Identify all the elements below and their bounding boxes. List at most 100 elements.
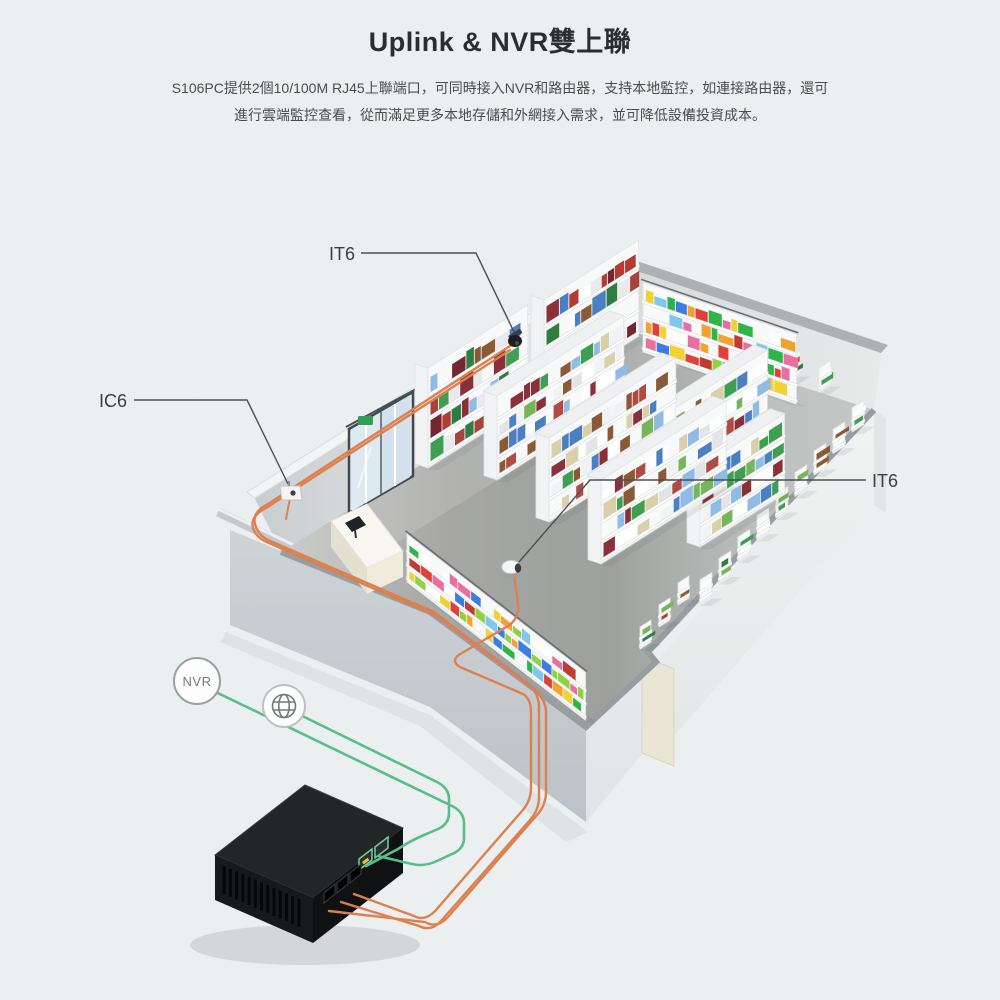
- product-row: [552, 655, 563, 671]
- end-cap-stack: [831, 421, 856, 456]
- label-wall-camera: IC6: [99, 391, 127, 411]
- shelf-board: [405, 575, 587, 720]
- switch-vent-slots: [222, 866, 301, 927]
- product-row: [700, 475, 714, 496]
- product-row: [711, 327, 718, 342]
- page-description: S106PC提供2個10/100M RJ45上聯端口，可同時接入NVR和路由器，…: [140, 75, 860, 129]
- poe-port-1: [323, 882, 336, 905]
- product-row: [517, 423, 526, 443]
- product-row: [635, 479, 649, 500]
- product-row: [757, 377, 771, 398]
- poe-cable-wall-camera-stub: [285, 497, 291, 520]
- product-row: [759, 521, 771, 533]
- product-row: [451, 403, 461, 426]
- product-row: [669, 314, 683, 330]
- product-row: [656, 447, 663, 467]
- product-row: [721, 564, 731, 576]
- product-row: [627, 321, 636, 339]
- nvr-node: NVR: [173, 657, 221, 705]
- bullet-camera-shadow: [502, 573, 520, 579]
- product-row: [560, 361, 571, 378]
- shelf-end-panel: [535, 433, 550, 523]
- product-row: [505, 632, 511, 645]
- shelf-board: [676, 591, 691, 605]
- product-row: [685, 353, 699, 366]
- product-row: [580, 342, 594, 365]
- shelf-board: [812, 453, 828, 467]
- product-row: [646, 453, 656, 474]
- shelf-shadow: [640, 644, 662, 651]
- product-row: [663, 444, 669, 463]
- product-row: [816, 445, 830, 461]
- product-row: [419, 550, 431, 569]
- product-row: [590, 380, 596, 397]
- product-row: [444, 584, 455, 601]
- product-row: [620, 434, 630, 453]
- product-row: [465, 420, 474, 440]
- product-row: [609, 370, 615, 385]
- shelf-board: [698, 590, 714, 604]
- product-row: [623, 468, 635, 488]
- product-row: [679, 433, 687, 453]
- product-row: [443, 570, 449, 583]
- product-row: [759, 435, 769, 451]
- shelf-shadow: [659, 622, 681, 629]
- product-row: [733, 498, 747, 521]
- product-row: [770, 331, 780, 348]
- product-row: [512, 625, 522, 639]
- product-row: [645, 321, 652, 335]
- product-row: [751, 436, 759, 456]
- product-row: [778, 492, 789, 504]
- product-row: [603, 483, 615, 501]
- bullet-camera-lens: [514, 563, 522, 573]
- shelf-board: [657, 606, 672, 620]
- shelf-board: [657, 613, 672, 627]
- product-row: [630, 270, 640, 293]
- product-row: [734, 334, 743, 350]
- product-row: [466, 346, 474, 370]
- product-row: [579, 284, 591, 303]
- shelf-shadow: [776, 512, 799, 520]
- uplink-port-2: [374, 835, 389, 860]
- leader-floor-camera: [518, 479, 866, 563]
- shelf-board: [793, 474, 809, 488]
- end-cap-stack: [793, 464, 818, 499]
- product-row: [540, 643, 552, 663]
- leader-wall-camera: [134, 399, 289, 485]
- product-row: [667, 296, 675, 312]
- product-row: [569, 288, 579, 309]
- product-row: [461, 397, 469, 419]
- product-row: [469, 396, 477, 414]
- product-row: [510, 390, 524, 410]
- product-row: [474, 345, 481, 365]
- store-platform: [230, 410, 886, 822]
- product-row: [731, 318, 738, 333]
- counter-front-face: [367, 551, 403, 594]
- product-row: [471, 591, 481, 608]
- dome-camera-icon: [508, 328, 523, 347]
- product-row: [573, 466, 580, 483]
- shelf-shadow: [601, 486, 738, 566]
- label-ceiling-camera: IT6: [329, 244, 355, 264]
- product-row: [509, 428, 517, 449]
- shelf-board: [817, 378, 833, 392]
- product-row: [835, 426, 849, 439]
- shelf-board: [831, 431, 847, 445]
- poe-cable-floor-camera: [352, 573, 533, 920]
- product-row: [718, 344, 729, 361]
- product-row: [618, 277, 630, 301]
- product-row: [675, 301, 687, 316]
- uplink-cables-green: [195, 681, 466, 868]
- product-row: [521, 628, 531, 646]
- shelf-board: [755, 525, 771, 539]
- product-row: [575, 310, 581, 328]
- product-row: [440, 594, 450, 611]
- product-row: [594, 340, 600, 357]
- cube-camera-icon: [279, 481, 303, 501]
- promo-shelf-unit: [404, 530, 597, 723]
- product-row: [645, 290, 654, 305]
- product-row: [706, 455, 719, 474]
- shelf-board: [817, 370, 833, 384]
- shelf-top-rail: [404, 530, 588, 673]
- product-row: [481, 338, 496, 360]
